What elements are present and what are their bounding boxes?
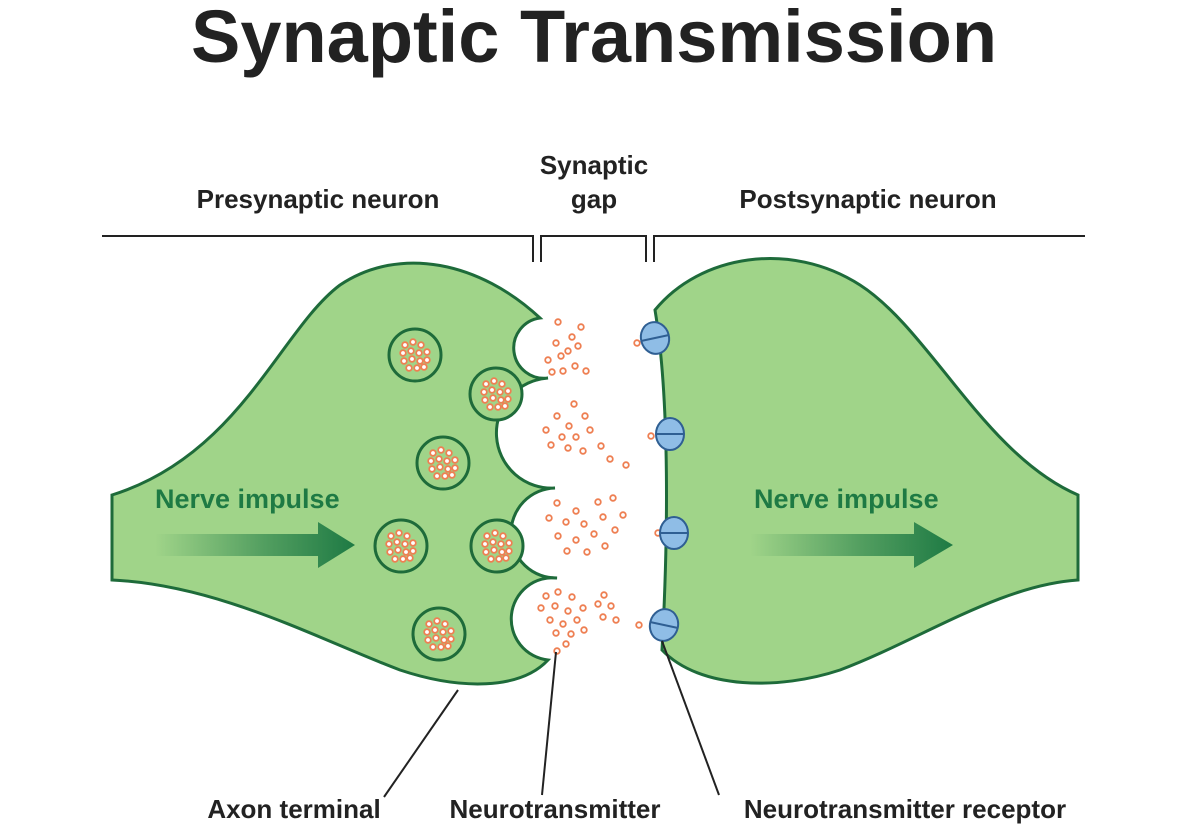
receptor-leader xyxy=(661,640,720,796)
nerve-impulse-label-right: Nerve impulse xyxy=(754,484,939,514)
vesicle xyxy=(469,518,525,574)
vesicle xyxy=(468,366,524,422)
diagram-title: Synaptic Transmission xyxy=(191,0,997,78)
postsynaptic-label: Postsynaptic neuron xyxy=(739,184,996,214)
vesicle xyxy=(373,518,429,574)
synaptic-gap-bracket xyxy=(540,235,647,262)
presynaptic-neuron xyxy=(110,261,558,686)
receptor-icon xyxy=(655,417,685,451)
vesicle xyxy=(415,435,471,491)
vesicle xyxy=(411,606,467,662)
axon-terminal-leader xyxy=(383,689,459,798)
presynaptic-bracket xyxy=(102,235,534,262)
synaptic-vesicles xyxy=(373,327,525,662)
nerve-impulse-arrow-left xyxy=(155,522,355,568)
receptor-icon xyxy=(639,321,671,355)
receptor-label: Neurotransmitter receptor xyxy=(744,794,1066,824)
receptor-icon xyxy=(659,516,689,550)
vesicle xyxy=(387,327,443,383)
released-neurotransmitters xyxy=(537,318,662,655)
postsynaptic-neuron xyxy=(653,257,1080,685)
neurotransmitter-label: Neurotransmitter xyxy=(450,794,661,824)
receptors xyxy=(639,321,689,642)
nerve-impulse-arrow-right xyxy=(750,522,953,568)
presynaptic-label: Presynaptic neuron xyxy=(197,184,440,214)
synaptic-gap-label-line1: Synaptic xyxy=(540,150,648,180)
receptor-icon xyxy=(648,608,680,642)
axon-terminal-label: Axon terminal xyxy=(207,794,380,824)
synaptic-gap-label-line2: gap xyxy=(571,184,617,214)
neurotransmitter-leader xyxy=(541,651,557,796)
nerve-impulse-label-left: Nerve impulse xyxy=(155,484,340,514)
postsynaptic-bracket xyxy=(653,235,1085,262)
